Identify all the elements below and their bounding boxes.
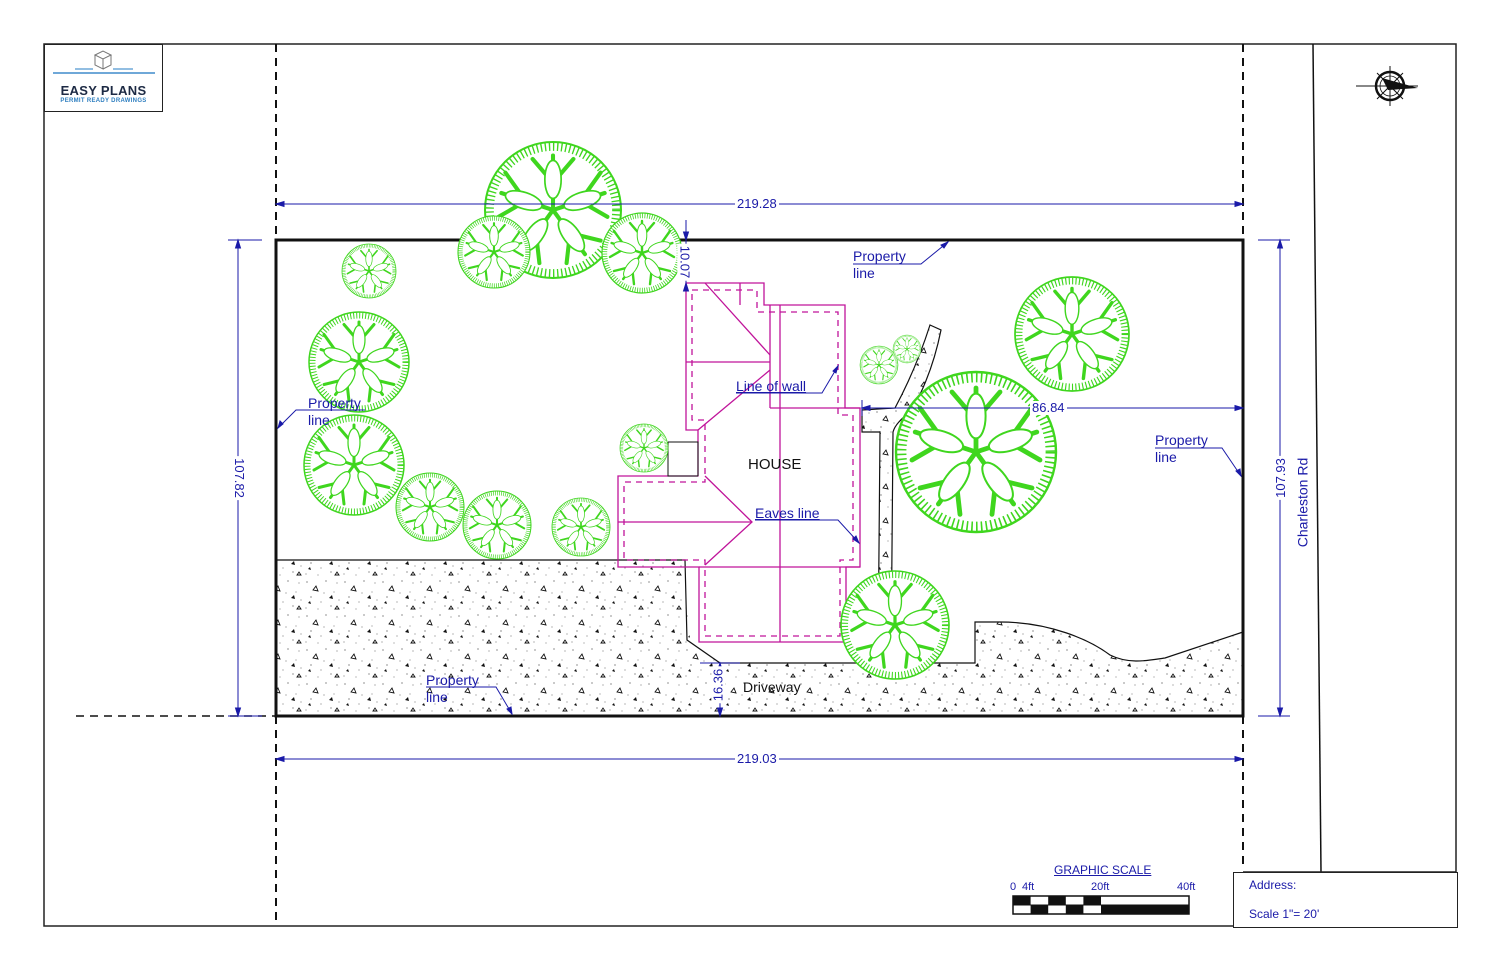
scale-tick-0: 0 [1010,881,1017,893]
logo-tagline: PERMIT READY DRAWINGS [60,98,147,104]
dim-right-depth: 107.93 [1272,456,1288,500]
driveway-label: Driveway [743,679,801,695]
property-line-callout-left: Property line [308,395,361,428]
dim-left-depth: 107.82 [231,456,247,500]
graphic-scale: GRAPHIC SCALE 0 4ft 20ft 40ft [1010,863,1200,918]
graphic-scale-title: GRAPHIC SCALE [1054,863,1152,877]
company-logo: EASY PLANS PERMIT READY DRAWINGS [44,44,163,112]
eaves-line-callout: Eaves line [755,505,820,521]
property-line-callout-top: Property line [853,248,906,281]
scale-tick-20: 20ft [1091,881,1110,893]
cube-icon [53,50,155,74]
line-of-wall-callout: Line of wall [736,378,807,394]
dim-rear-setback: 10.07 [677,243,693,281]
scale-tick-40: 40ft [1177,881,1196,893]
title-block: Address: Scale 1"= 20' [1233,872,1458,928]
logo-name: EASY PLANS [60,83,147,98]
dim-front-setback: 86.84 [1030,400,1067,415]
dim-bottom-width: 219.03 [735,751,779,766]
property-line-callout-right: Property line [1155,432,1208,465]
scale-tick-4: 4ft [1022,881,1035,893]
address-label: Address: [1249,878,1297,892]
north-arrow-icon [1356,66,1418,106]
street-label: Charleston Rd [1294,457,1311,548]
property-line-callout-bottom: Property line [426,672,479,705]
house-label: HOUSE [748,456,802,473]
dim-side-setback: 16.36 [710,666,726,704]
scale-label: Scale 1"= 20' [1249,907,1320,921]
dim-top-width: 219.28 [735,196,779,211]
